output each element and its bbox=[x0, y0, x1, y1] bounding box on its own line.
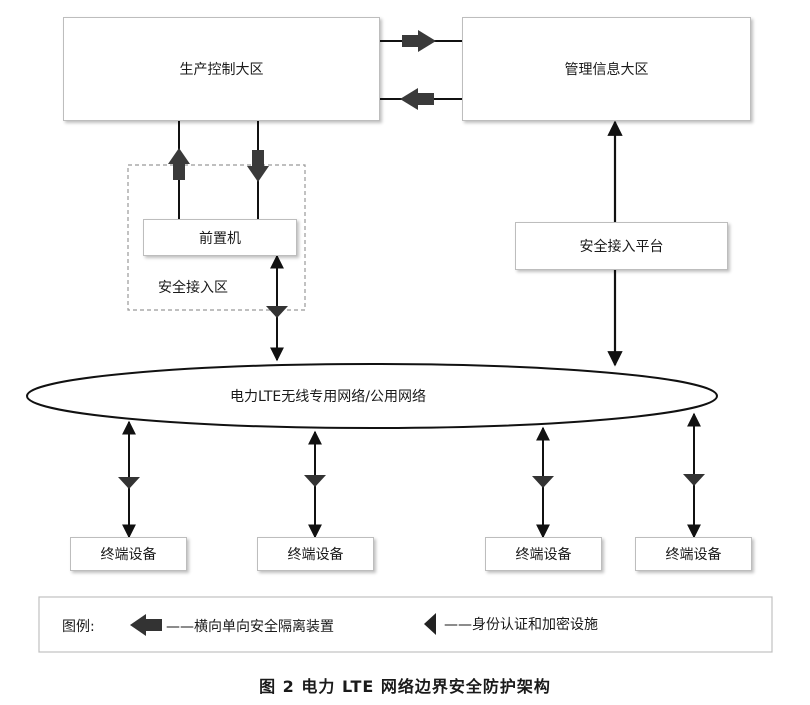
auth-device-front-icon bbox=[266, 306, 288, 318]
auth-device-terminal-1-icon bbox=[118, 477, 140, 489]
auth-device-terminal-2-icon bbox=[304, 475, 326, 487]
terminal-device: 终端设备 bbox=[257, 537, 374, 571]
legend-title: 图例: bbox=[62, 619, 95, 635]
isolation-device-up-icon bbox=[168, 148, 190, 180]
auth-device-terminal-3-icon bbox=[532, 476, 554, 488]
production-control-zone: 生产控制大区 bbox=[63, 17, 380, 121]
terminal-label: 终端设备 bbox=[100, 547, 157, 563]
legend-auth-label: ——身份认证和加密设施 bbox=[444, 617, 598, 633]
terminal-device: 终端设备 bbox=[70, 537, 187, 571]
legend-auth-icon bbox=[424, 613, 436, 635]
figure-caption: 图 2 电力 LTE 网络边界安全防护架构 bbox=[259, 677, 551, 696]
management-info-label: 管理信息大区 bbox=[564, 62, 649, 78]
management-info-zone: 管理信息大区 bbox=[462, 17, 751, 121]
auth-device-terminal-4-icon bbox=[683, 474, 705, 486]
network-label: 电力LTE无线专用网络/公用网络 bbox=[230, 389, 426, 405]
platform-label: 安全接入平台 bbox=[579, 239, 664, 255]
isolation-device-left-icon bbox=[400, 88, 434, 110]
access-zone-label: 安全接入区 bbox=[158, 280, 228, 296]
security-access-platform: 安全接入平台 bbox=[515, 222, 728, 270]
front-machine-label: 前置机 bbox=[199, 230, 241, 247]
isolation-device-right-icon bbox=[402, 30, 436, 52]
legend-isolation-label: ——横向单向安全隔离装置 bbox=[166, 619, 334, 635]
network-ellipse bbox=[26, 363, 718, 429]
terminal-label: 终端设备 bbox=[515, 547, 572, 563]
isolation-device-down-icon bbox=[247, 150, 269, 182]
terminal-label: 终端设备 bbox=[665, 547, 722, 563]
terminal-label: 终端设备 bbox=[287, 547, 344, 563]
legend-isolation-icon bbox=[130, 614, 162, 636]
front-machine: 前置机 bbox=[143, 219, 297, 256]
terminal-device: 终端设备 bbox=[635, 537, 752, 571]
production-control-label: 生产控制大区 bbox=[179, 62, 264, 78]
terminal-device: 终端设备 bbox=[485, 537, 602, 571]
